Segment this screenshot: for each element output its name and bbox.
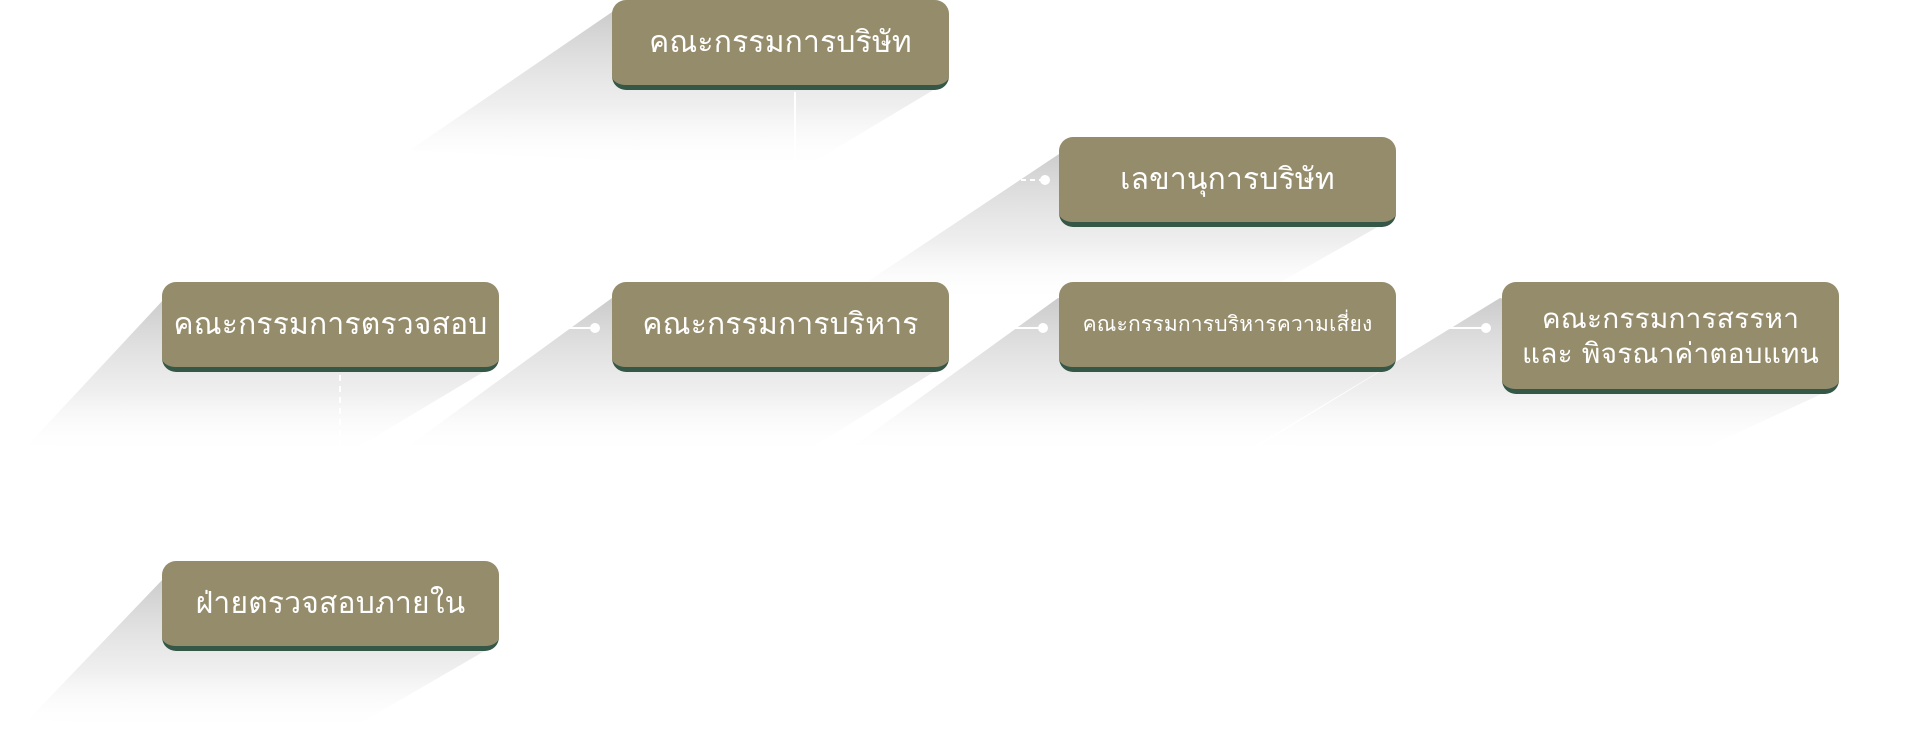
shadow-internal-audit <box>28 577 495 732</box>
shadow-executive <box>410 298 945 455</box>
node-risk[interactable]: คณะกรรมการบริหารความเสี่ยง <box>1059 282 1396 372</box>
connector-dot-nomination <box>1481 323 1491 333</box>
node-audit[interactable]: คณะกรรมการตรวจสอบ <box>162 282 499 372</box>
shadow-board <box>410 10 950 170</box>
shadow-audit <box>28 298 495 455</box>
node-risk-label: คณะกรรมการบริหารความเสี่ยง <box>1082 312 1373 337</box>
node-internal-audit-label: ฝ่ายตรวจสอบภายใน <box>195 585 466 621</box>
connector-dot-executive <box>590 323 600 333</box>
node-secretary-label: เลขานุการบริษัท <box>1120 161 1335 197</box>
node-nomination[interactable]: คณะกรรมการสรรหาและ พิจรณาค่าตอบแทน <box>1502 282 1839 394</box>
node-board[interactable]: คณะกรรมการบริษัท <box>612 0 949 90</box>
node-executive-label: คณะกรรมการบริหาร <box>642 306 919 342</box>
node-secretary[interactable]: เลขานุการบริษัท <box>1059 137 1396 227</box>
node-audit-label: คณะกรรมการตรวจสอบ <box>173 306 488 342</box>
node-nomination-label: คณะกรรมการสรรหาและ พิจรณาค่าตอบแทน <box>1521 301 1820 370</box>
node-internal-audit[interactable]: ฝ่ายตรวจสอบภายใน <box>162 561 499 651</box>
shadow-risk <box>855 298 1390 455</box>
connector-dot-secretary <box>1040 175 1050 185</box>
shadow-secretary <box>855 150 1390 305</box>
node-executive[interactable]: คณะกรรมการบริหาร <box>612 282 949 372</box>
node-board-label: คณะกรรมการบริษัท <box>649 24 912 60</box>
connector-dot-risk <box>1038 323 1048 333</box>
